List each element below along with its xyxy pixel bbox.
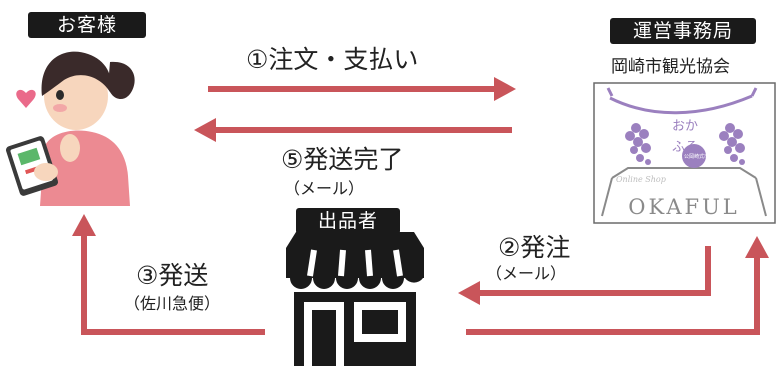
wisteria-right-icon	[719, 123, 745, 165]
step5-sublabel: （メール）	[284, 179, 365, 198]
arrow-order-to-seller	[458, 246, 711, 305]
logo-script: Online Shop	[616, 175, 666, 184]
customer-illustration	[5, 51, 135, 206]
step3-sublabel: （佐川急便）	[124, 294, 221, 313]
arrow-shipped-notice	[194, 118, 512, 142]
step2-label: ②発注	[498, 233, 571, 262]
arrow-ship-to-customer	[72, 214, 265, 335]
step1-label: ①注文・支払い	[246, 45, 419, 74]
logo-wordmark: OKAFUL	[628, 195, 739, 219]
shop-icon	[286, 232, 424, 366]
customer-tag: お客様	[28, 12, 146, 38]
office-org-name: 岡崎市観光協会	[611, 57, 730, 77]
arrow-order-payment	[208, 77, 516, 101]
step2-sublabel: （メール）	[486, 264, 567, 283]
step3-label: ③発送	[136, 261, 209, 290]
seller-tag: 出品者	[296, 208, 400, 234]
wisteria-left-icon	[625, 123, 651, 165]
logo-hiragana-1: おか	[672, 119, 698, 134]
logo-badge-text: 公岡崎式市	[684, 153, 709, 160]
logo-hiragana-2: ふる	[672, 140, 698, 155]
step5-label: ⑤発送完了	[281, 145, 404, 174]
arrow-seller-to-office	[466, 236, 769, 335]
heart-icon	[16, 89, 36, 108]
office-tag: 運営事務局	[610, 18, 756, 44]
okaful-logo: おか ふる 公岡崎式市 Online Shop OKAFUL	[593, 82, 776, 224]
